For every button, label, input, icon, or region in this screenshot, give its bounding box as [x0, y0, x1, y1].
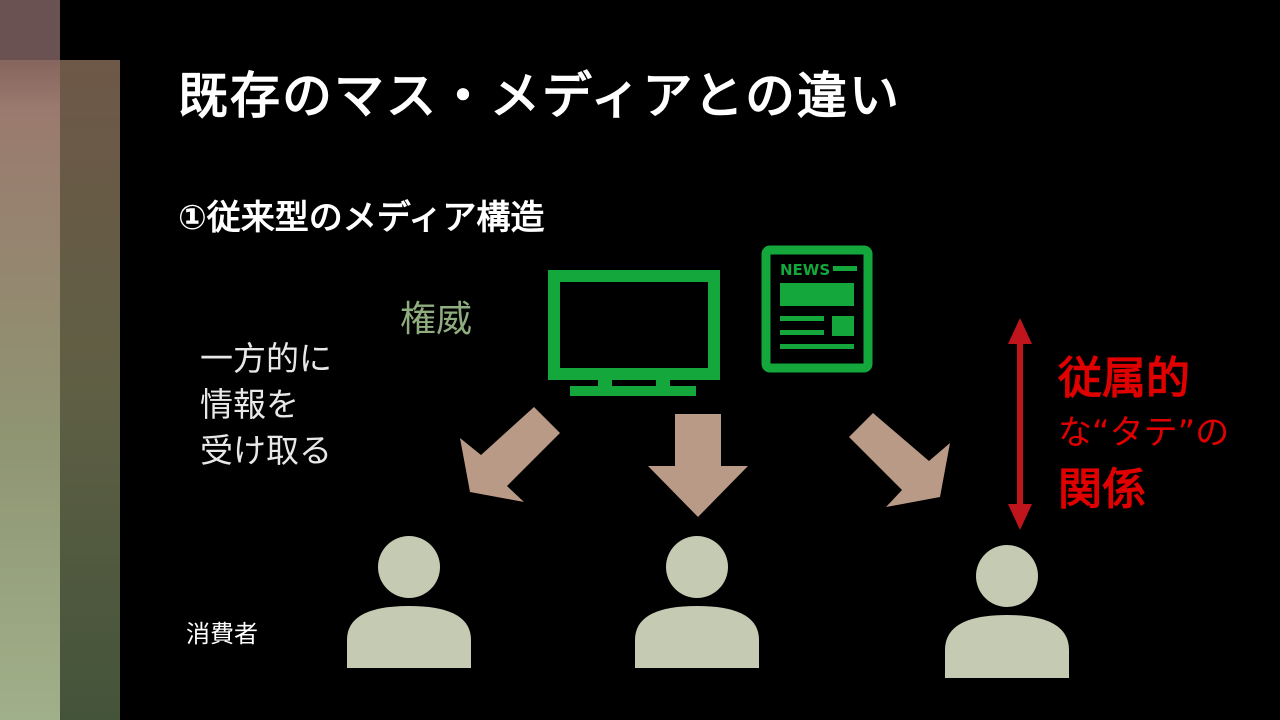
consumer-label: 消費者 [186, 620, 258, 648]
double-arrow-vertical-icon [1008, 318, 1032, 530]
relation-line-2: な“タテ”の [1058, 413, 1230, 453]
arrow-down-right-icon [849, 413, 950, 507]
decor-bar-inner [60, 60, 120, 720]
newspaper-icon: NEWS [761, 245, 873, 373]
relation-line-3: 関係 [1058, 464, 1146, 515]
newspaper-label: NEWS [780, 261, 830, 279]
arrow-down-left-icon [460, 407, 560, 502]
relation-line-1: 従属的 [1058, 353, 1190, 404]
relation-label: 従属的 な“タテ”の 関係 [1058, 352, 1229, 520]
arrow-down-icon [648, 414, 748, 517]
person-icon [945, 545, 1069, 678]
decor-bar-left [0, 0, 60, 720]
decor-block-top [0, 0, 60, 60]
person-icon [635, 536, 759, 668]
authority-label: 権威 [400, 299, 473, 340]
slide-title: 既存のマス・メディアとの違い [178, 67, 901, 125]
person-icon [347, 536, 471, 668]
one-way-label: 一方的に 情報を 受け取る [200, 339, 332, 470]
tv-icon [548, 270, 720, 396]
slide-subtitle: ①従来型のメディア構造 [178, 198, 545, 238]
